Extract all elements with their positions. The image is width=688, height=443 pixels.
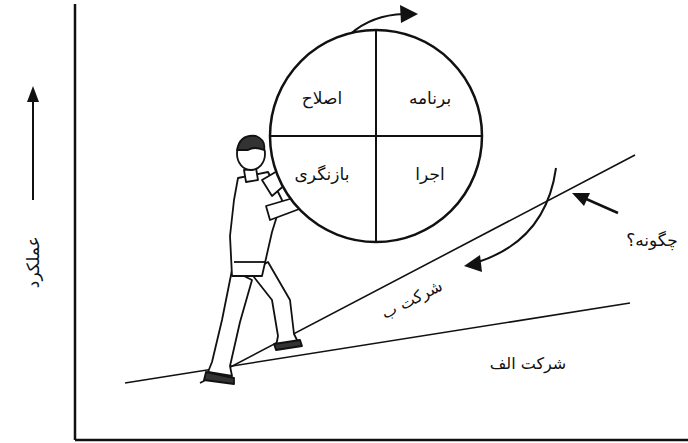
axis-arrow — [32, 98, 34, 200]
arrow-head — [400, 5, 418, 23]
company-a-line — [125, 303, 630, 383]
rotation-arrow — [478, 168, 556, 262]
line-label: شرکت ب — [376, 275, 449, 325]
wheel-quadrant-text: اصلاح — [302, 88, 342, 108]
wheel-quadrant-text: بازنگری — [295, 164, 350, 184]
wheel-quadrant-text: اجرا — [415, 164, 444, 184]
line-label: شرکت الف — [487, 354, 570, 373]
x-axis — [75, 439, 688, 442]
axis-label: عملکرد — [23, 233, 43, 291]
pdca-wheel: برنامه اجرا بازنگری اصلاح — [268, 28, 484, 244]
y-axis — [74, 4, 77, 440]
wheel-quadrant-text: برنامه — [409, 88, 451, 108]
arrow-head — [27, 86, 39, 102]
pointer-arrow — [584, 198, 618, 213]
question-note: چگونه؟ — [623, 230, 681, 250]
wheel-outline — [268, 28, 484, 244]
arrow-head — [572, 193, 590, 206]
arrow-head — [464, 255, 482, 272]
